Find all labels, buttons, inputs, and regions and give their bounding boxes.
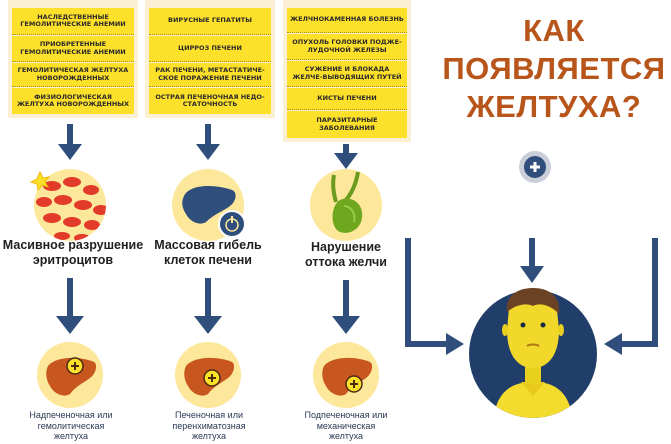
cause-box: ВИРУСНЫЕ ГЕПАТИТЫ — [149, 8, 271, 35]
type-line: желтуха — [53, 431, 89, 441]
cause-box: ЖЕЛЧНОКАМЕННАЯ БОЛЕЗНЬ — [287, 8, 407, 33]
damaged-liver-icon — [172, 169, 246, 241]
mechanism-line: Массовая гибель — [154, 238, 262, 252]
mechanism-line: Нарушение — [311, 240, 381, 254]
cause-box: ПРИОБРЕТЕННЫЕ ГЕМОЛИТИЧЕСКИЕ АНЕМИИ — [12, 36, 134, 62]
mechanism-line: клеток печени — [164, 253, 252, 267]
jaundice-type-label: Печеночная или перенхиматозная желтуха — [148, 410, 270, 442]
mechanism-line: эритроцитов — [32, 253, 114, 267]
cause-box: ГЕМОЛИТИЧЕСКАЯ ЖЕЛТУХА НОВОРОЖДЕННЫХ — [12, 63, 134, 87]
title-line: ПОЯВЛЯЕТСЯ — [442, 51, 666, 86]
type-line: Подпеченочная или — [304, 410, 388, 420]
cause-box: ПАРАЗИТАРНЫЕ ЗАБОЛЕВАНИЯ — [287, 111, 407, 138]
bracket-arrows — [405, 238, 658, 347]
type-line: гемолитическая — [37, 420, 105, 431]
cause-box: КИСТЫ ПЕЧЕНИ — [287, 88, 407, 110]
mechanism-label: Нарушение оттока желчи — [283, 240, 409, 270]
mechanism-line: Масивное разрушение — [2, 238, 144, 252]
jaundiced-person-icon — [469, 288, 597, 418]
cause-box: ЦИРРОЗ ПЕЧЕНИ — [149, 36, 271, 62]
jaundice-type-label: Надпеченочная или гемолитическая желтуха — [10, 410, 132, 442]
title-line: ЖЕЛТУХА? — [466, 89, 642, 124]
liver-icon — [37, 342, 103, 408]
page-title: КАК ПОЯВЛЯЕТСЯ ЖЕЛТУХА? — [440, 12, 668, 126]
arrows — [56, 124, 544, 334]
mechanism-label: Масивное разрушение эритроцитов — [0, 238, 146, 268]
mechanism-line: оттока желчи — [305, 255, 387, 269]
type-line: желтуха — [328, 431, 364, 441]
mechanism-label: Массовая гибель клеток печени — [140, 238, 276, 268]
cause-box: РАК ПЕЧЕНИ, МЕТАСТАТИЧЕ-СКОЕ ПОРАЖЕНИЕ П… — [149, 63, 271, 87]
liver-icon — [313, 342, 379, 408]
liver-icon — [175, 342, 241, 408]
type-line: желтуха — [191, 431, 227, 441]
cause-box: ФИЗИОЛОГИЧЕСКАЯ ЖЕЛТУХА НОВОРОЖДЕННЫХ — [12, 88, 134, 114]
cause-box: СУЖЕНИЕ И БЛОКАДА ЖЕЛЧЕ-ВЫВОДЯЩИХ ПУТЕЙ — [287, 61, 407, 87]
cause-box: ОСТРАЯ ПЕЧЕНОЧНАЯ НЕДО-СТАТОЧНОСТЬ — [149, 88, 271, 114]
type-line: перенхиматозная — [172, 420, 246, 431]
type-line: Надпеченочная или — [29, 410, 113, 420]
title-line: КАК — [523, 13, 585, 48]
cause-box: НАСЛЕДСТВЕННЫЕ ГЕМОЛИТИЧЕСКИЕ АНЕМИИ — [12, 8, 134, 35]
cause-box: ОПУХОЛЬ ГОЛОВКИ ПОДЖЕ-ЛУДОЧНОЙ ЖЕЛЕЗЫ — [287, 34, 407, 60]
plus-icon — [519, 151, 551, 183]
arrow-head — [446, 333, 464, 355]
arrow-head — [604, 333, 622, 355]
red-blood-cells-icon — [29, 169, 106, 241]
type-line: Печеночная или — [175, 410, 243, 420]
jaundice-type-label: Подпеченочная или механическая желтуха — [284, 410, 408, 442]
gallbladder-icon — [310, 169, 382, 241]
type-line: механическая — [316, 420, 376, 431]
